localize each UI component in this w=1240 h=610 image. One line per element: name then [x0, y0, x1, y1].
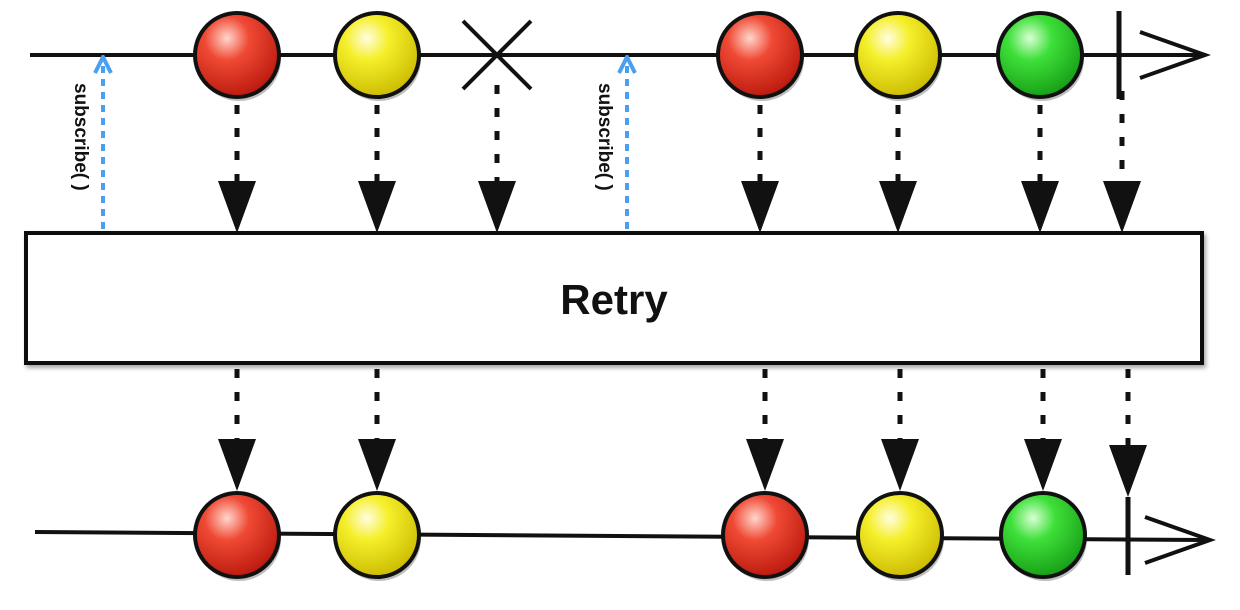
result-events — [193, 491, 1131, 581]
source-connectors: subscribe( ) subscribe( ) — [70, 65, 1141, 233]
operator-label: Retry — [560, 276, 668, 323]
result-connectors — [218, 369, 1147, 497]
source-connector-arrow — [218, 105, 256, 233]
source-connector-arrow — [358, 105, 396, 233]
source-timeline-arrowhead — [1139, 30, 1211, 80]
source-yellow-marble — [854, 11, 942, 101]
complete-connector-arrow — [1103, 91, 1141, 233]
result-timeline-arrowhead — [1144, 515, 1216, 565]
source-connector-arrow — [1021, 105, 1059, 233]
result-connector-arrow — [358, 369, 396, 491]
result-yellow-marble — [333, 491, 421, 581]
result-connector-arrow — [218, 369, 256, 491]
result-red-marble — [721, 491, 809, 581]
complete-connector-arrow — [1109, 369, 1147, 497]
source-events — [193, 11, 1122, 101]
result-yellow-marble — [856, 491, 944, 581]
error-x-icon — [461, 19, 533, 91]
subscribe-arrow: subscribe( ) — [594, 65, 627, 229]
error-connector-arrow — [478, 85, 516, 233]
source-green-marble — [996, 11, 1084, 101]
result-connector-arrow — [746, 369, 784, 491]
subscribe-arrow: subscribe( ) — [70, 65, 103, 229]
result-connector-arrow — [1024, 369, 1062, 491]
subscribe-label: subscribe( ) — [594, 83, 615, 191]
source-red-marble — [193, 11, 281, 101]
operator-box: Retry — [24, 231, 1204, 365]
source-connector-arrow — [879, 105, 917, 233]
result-green-marble — [999, 491, 1087, 581]
result-red-marble — [193, 491, 281, 581]
result-connector-arrow — [881, 369, 919, 491]
source-connector-arrow — [741, 105, 779, 233]
subscribe-label: subscribe( ) — [70, 83, 91, 191]
source-yellow-marble — [333, 11, 421, 101]
source-red-marble — [716, 11, 804, 101]
